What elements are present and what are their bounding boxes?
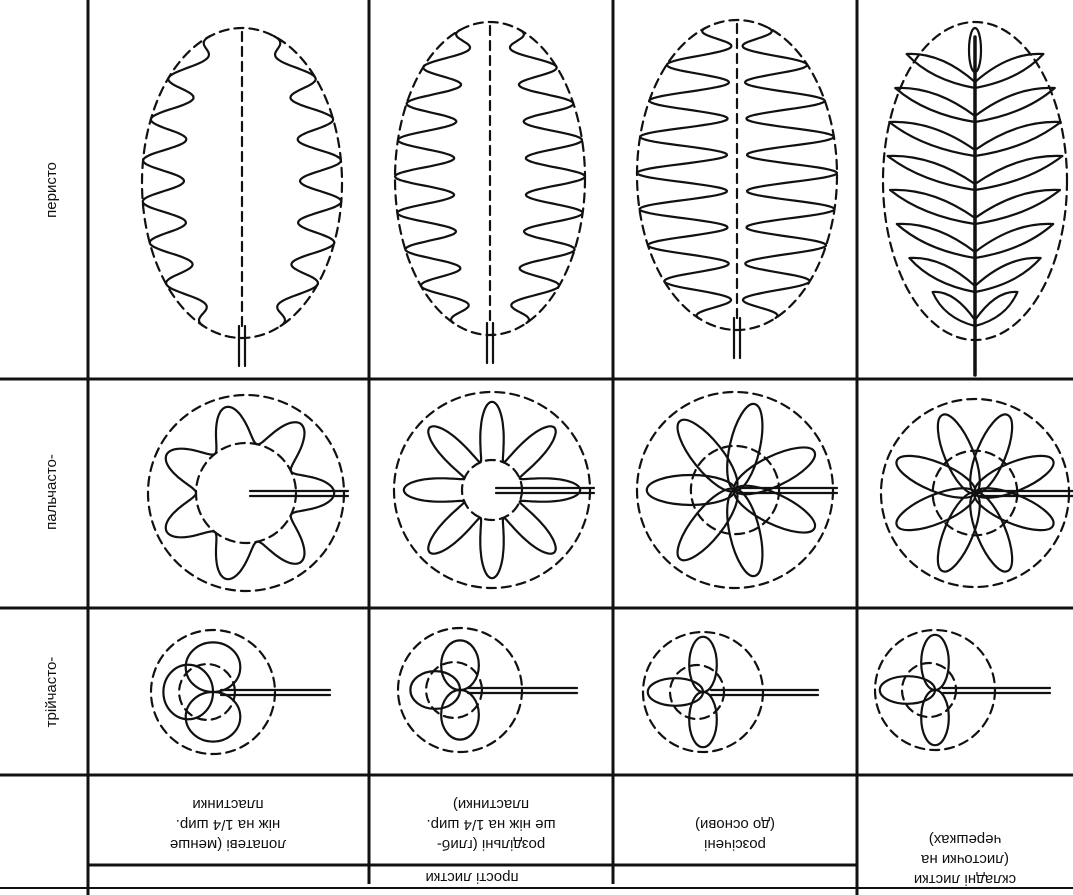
leaf-pinnate-cleft bbox=[395, 22, 585, 363]
col-label-compound-line-3: черешках) bbox=[929, 831, 1002, 848]
col-label-cleft-line-2: ше ніж на 1/4 шир. bbox=[426, 816, 555, 833]
column-labels: лопатеві (менше ніж на 1/4 шир. пластинк… bbox=[170, 796, 1016, 888]
leaflet bbox=[933, 292, 975, 326]
leaf-lobed-edge bbox=[274, 36, 342, 326]
leaflet bbox=[975, 292, 1017, 326]
leaf-ternate-cleft bbox=[398, 628, 577, 752]
leaf-palmate-lobed bbox=[148, 395, 348, 591]
leaflet bbox=[975, 122, 1061, 156]
leaf-pinnate-parted bbox=[637, 20, 837, 358]
col-label-lobed-line-2: ніж на 1/4 шир. bbox=[176, 816, 281, 833]
leaflet bbox=[895, 88, 975, 122]
leaflet bbox=[909, 258, 975, 292]
leaf-segment bbox=[891, 480, 980, 539]
leaf-outline-dashed bbox=[394, 392, 590, 588]
leaf-lobed-edge bbox=[404, 402, 580, 578]
leaf-lobed-edge bbox=[510, 30, 585, 323]
leaf-ternate-lobed bbox=[151, 630, 330, 754]
col-label-lobed-line-3: пластинки bbox=[192, 796, 263, 813]
leaf-drawings bbox=[142, 20, 1073, 754]
leaf-inner-dashed bbox=[196, 443, 296, 543]
leaf-lobed-edge bbox=[743, 28, 837, 318]
leaf-palmate-parted bbox=[637, 392, 837, 588]
col-label-cleft-line-3: пластинки) bbox=[453, 796, 529, 813]
leaf-lobed-edge bbox=[637, 28, 731, 318]
row-label-pinnate: перисто bbox=[43, 162, 60, 218]
col-label-lobed-line-1: лопатеві (менше bbox=[170, 836, 286, 853]
row-label-ternate: трійчасто- bbox=[43, 657, 60, 728]
leaflet bbox=[897, 224, 975, 258]
leaf-segment bbox=[410, 671, 460, 709]
leaf-pinnate-compound bbox=[883, 22, 1067, 375]
leaf-pinnate-lobed bbox=[142, 28, 342, 366]
leaflet bbox=[975, 224, 1053, 258]
leaf-lobed-edge bbox=[143, 36, 211, 326]
leaflet bbox=[975, 54, 1043, 88]
col-label-parted-line-2: (до основи) bbox=[695, 816, 775, 833]
leaf-palmate-cleft bbox=[394, 392, 594, 588]
leaf-ternate-parted bbox=[643, 632, 818, 752]
leaf-lobed-edge bbox=[166, 407, 334, 579]
row-labels: перисто пальчасто- трійчасто- bbox=[43, 162, 60, 727]
leaf-segment bbox=[441, 690, 479, 740]
group-label-simple: прості листки bbox=[425, 869, 518, 886]
leaflet bbox=[975, 258, 1041, 292]
leaf-segment bbox=[880, 676, 935, 704]
leaflet bbox=[975, 88, 1055, 122]
leaflet bbox=[889, 122, 975, 156]
col-label-compound-line-1: складні листки bbox=[914, 871, 1016, 888]
leaflet bbox=[975, 156, 1062, 190]
leaflet bbox=[888, 156, 975, 190]
row-label-palmate: пальчасто- bbox=[43, 454, 60, 530]
leaflet bbox=[890, 190, 975, 224]
leaf-inner-dashed bbox=[462, 460, 522, 520]
leaf-palmate-compound bbox=[881, 399, 1073, 587]
leaf-segment bbox=[441, 640, 479, 690]
col-label-compound-line-2: (листочки на bbox=[920, 851, 1009, 868]
leaf-lobed-edge bbox=[395, 30, 470, 323]
col-label-cleft-line-1: роздільні (глиб- bbox=[437, 836, 545, 853]
leaf-segment bbox=[648, 678, 703, 706]
leaf-ternate-compound bbox=[875, 630, 1050, 750]
leaflet bbox=[975, 190, 1060, 224]
col-label-parted-line-1: розсічені bbox=[704, 836, 766, 853]
